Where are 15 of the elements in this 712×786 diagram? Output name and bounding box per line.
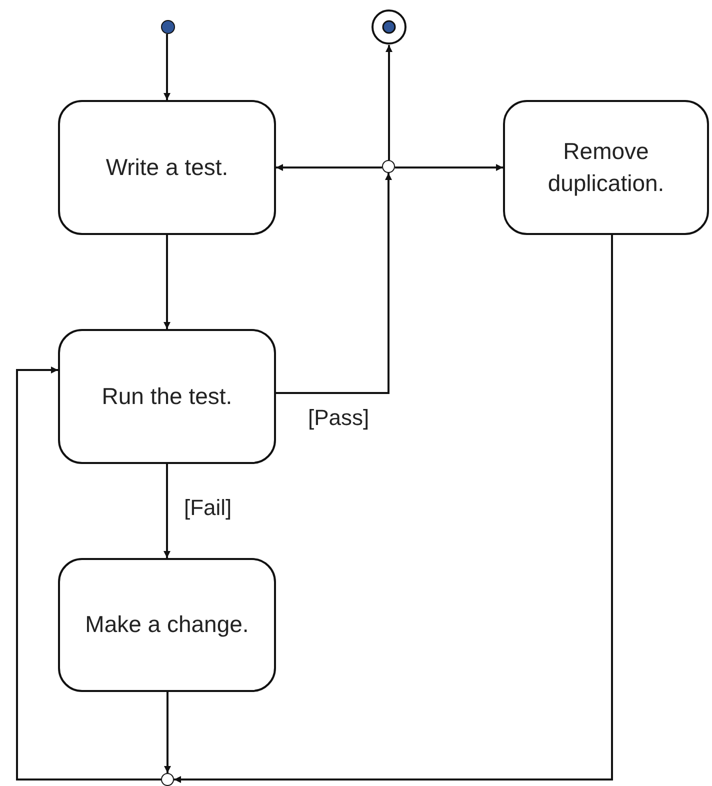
arrow [386,45,392,160]
arrow [164,235,170,329]
state-box: Make a change. [58,558,276,692]
arrow [174,235,613,783]
arrow [16,366,161,780]
arrow [395,164,503,171]
arrow [164,34,170,100]
state-box: Write a test. [58,100,276,235]
arrow [164,692,171,773]
arrow [164,464,170,558]
state-box: Run the test. [58,329,276,464]
arrow [276,164,382,171]
final-state-icon [371,9,407,45]
state-box: Remove duplication. [503,100,709,235]
arrow [276,173,392,394]
